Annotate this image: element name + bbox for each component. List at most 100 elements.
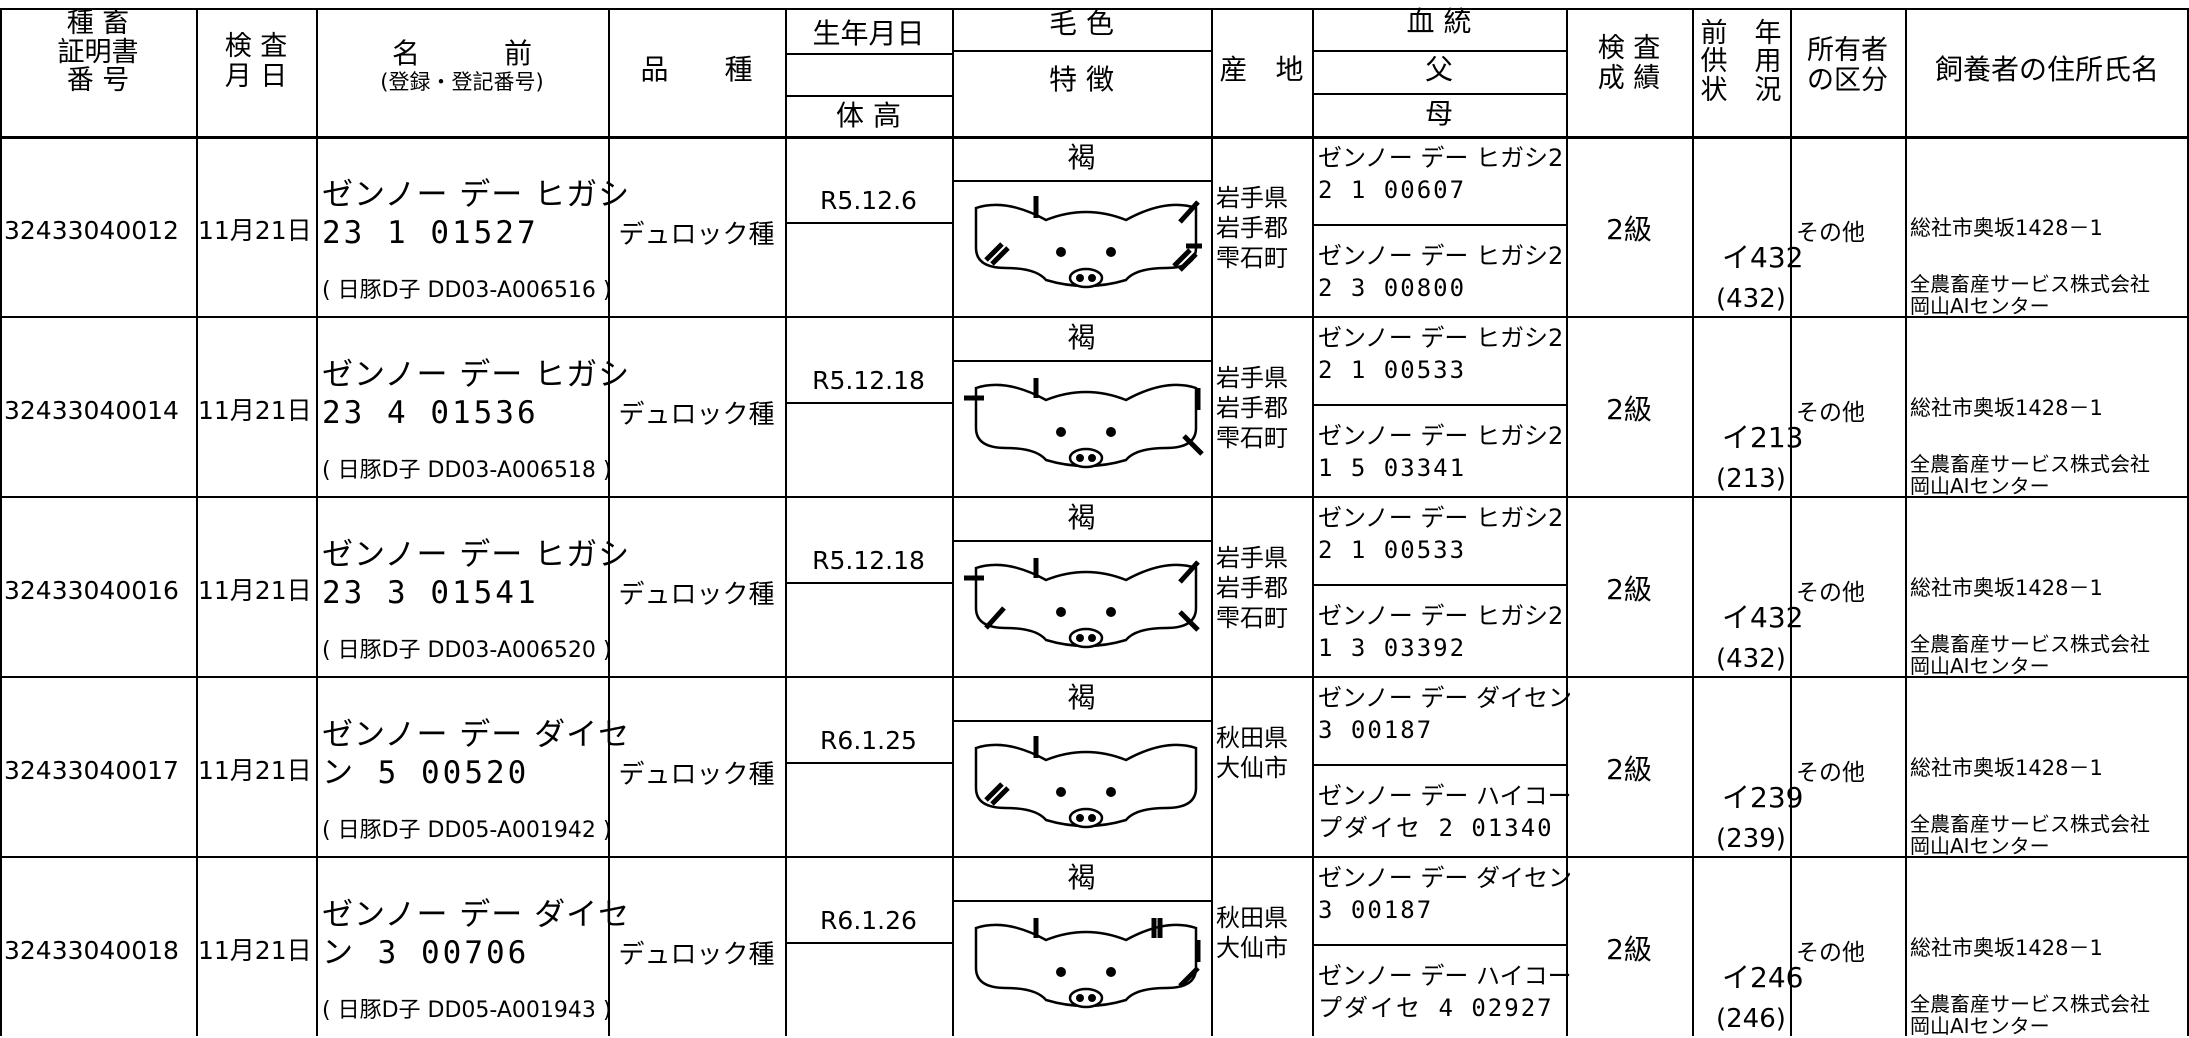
keeper-address: 総社市奥坂1428－1 (1910, 936, 2103, 960)
header-split-birth (785, 53, 954, 55)
column-divider (1211, 8, 1213, 1036)
header-breed: 品 種 (640, 53, 753, 86)
owner-class: その他 (1796, 940, 1865, 966)
pedigree-split (1312, 944, 1566, 946)
pig-head-outline (974, 383, 1198, 468)
header-keeper: 飼養者の住所氏名 (1934, 53, 2159, 86)
origin-line: 大仙市 (1216, 934, 1288, 962)
dam-line2: プダイセ 2 01340 (1318, 814, 1554, 842)
animal-name-line1: ゼンノー デー ヒガシ (322, 537, 631, 573)
animal-name-line1: ゼンノー デー ダイセ (322, 717, 631, 753)
keeper-name-line1: 全農畜産サービス株式会社 (1910, 272, 2150, 296)
row-divider (0, 856, 2189, 858)
coat-split (952, 360, 1211, 362)
pig-head-outline (974, 743, 1198, 828)
ear-notch-mark (1178, 610, 1200, 632)
ear-notch-mark (1182, 434, 1204, 456)
pedigree-split (1312, 224, 1566, 226)
pig-eye (1056, 967, 1066, 977)
pig-ear-notch-icon (964, 378, 1204, 469)
coat-color: 褐 (1067, 141, 1096, 174)
keeper-name-line1: 全農畜産サービス株式会社 (1910, 992, 2150, 1016)
pig-eye (1106, 427, 1116, 437)
pig-nostril (1076, 814, 1084, 822)
dam-line2: 1 5 03341 (1318, 454, 1467, 482)
column-divider (608, 8, 610, 1036)
animal-name-line2: 23 3 01541 (322, 575, 539, 611)
ear-notch-mark (1178, 200, 1200, 224)
ear-notch-mark (990, 246, 1010, 266)
origin-line: 雫石町 (1216, 244, 1288, 272)
header-split-coat (952, 50, 1213, 52)
pig-ear-notch-icon (974, 196, 1202, 289)
birth-date: R5.12.18 (812, 546, 925, 575)
birth-date: R6.1.26 (820, 906, 917, 935)
row-divider (0, 316, 2189, 318)
keeper-address: 総社市奥坂1428－1 (1910, 216, 2103, 240)
registration-number: ( 日豚D子 DD03-A006520 ) (322, 638, 612, 663)
animal-name-line1: ゼンノー デー ダイセ (322, 897, 631, 933)
birth-height-split (785, 222, 954, 224)
header-height: 体 高 (836, 99, 901, 132)
pig-head-outline (974, 563, 1198, 648)
table-left-border (0, 8, 2, 1036)
birth-height-split (785, 762, 954, 764)
keeper-name-line2: 岡山AIセンター (1910, 834, 2050, 858)
origin-line: 秋田県 (1216, 724, 1288, 752)
origin-line: 秋田県 (1216, 904, 1288, 932)
pedigree-split (1312, 404, 1566, 406)
ear-notch-mark (984, 606, 1006, 630)
birth-date: R5.12.6 (820, 186, 917, 215)
column-divider (1692, 8, 1694, 1036)
header-prev-usage: 前 年 供 用 状 況 (1700, 18, 1782, 106)
pig-snout (1068, 807, 1104, 829)
prev-usage: イ432 (1722, 241, 1804, 274)
birth-date: R6.1.25 (820, 726, 917, 755)
sire-line1: ゼンノー デー ダイセン (1318, 864, 1573, 892)
registration-number: ( 日豚D子 DD05-A001942 ) (322, 818, 612, 843)
birth-height-split (785, 942, 954, 944)
owner-class: その他 (1796, 220, 1865, 246)
grade: 2級 (1606, 933, 1652, 966)
origin-line: 雫石町 (1216, 424, 1288, 452)
header-coat-color: 毛 色 (1049, 7, 1114, 40)
column-divider (1566, 8, 1568, 1036)
sire-line1: ゼンノー デー ダイセン (1318, 684, 1573, 712)
sire-line2: 2 1 00533 (1318, 536, 1467, 564)
inspection-date: 11月21日 (198, 396, 312, 425)
dam-line1: ゼンノー デー ハイコー (1318, 782, 1572, 810)
inspection-date: 11月21日 (198, 216, 312, 245)
header-split-sire-top (1312, 50, 1568, 52)
pig-snout (1068, 627, 1104, 649)
header-sire: 父 (1424, 53, 1453, 86)
header-name: 名 前 (391, 37, 532, 70)
breed: デュロック種 (618, 940, 775, 970)
prev-usage-paren: (213) (1716, 464, 1786, 494)
pig-eye (1106, 247, 1116, 257)
row-divider (0, 676, 2189, 678)
origin-line: 岩手郡 (1216, 574, 1288, 602)
keeper-name-line1: 全農畜産サービス株式会社 (1910, 632, 2150, 656)
prev-usage: イ432 (1722, 601, 1804, 634)
animal-name-line2: 23 4 01536 (322, 395, 539, 431)
coat-color: 褐 (1067, 861, 1096, 894)
registration-number: ( 日豚D子 DD05-A001943 ) (322, 998, 612, 1023)
origin-line: 岩手郡 (1216, 394, 1288, 422)
header-origin: 産 地 (1219, 53, 1304, 86)
keeper-name-line2: 岡山AIセンター (1910, 474, 2050, 498)
pig-eye (1106, 967, 1116, 977)
prev-usage-paren: (246) (1716, 1004, 1786, 1034)
header-bottom-border (0, 136, 2189, 139)
keeper-name-line2: 岡山AIセンター (1910, 1014, 2050, 1038)
sire-line1: ゼンノー デー ヒガシ2 (1318, 324, 1564, 352)
column-divider (196, 8, 198, 1036)
sire-line2: 2 1 00533 (1318, 356, 1467, 384)
pig-ear-notch-icon (964, 558, 1200, 649)
cert-number: 32433040018 (4, 936, 179, 965)
birth-date: R5.12.18 (812, 366, 925, 395)
prev-usage-paren: (432) (1716, 284, 1786, 314)
coat-split (952, 720, 1211, 722)
cert-number: 32433040012 (4, 216, 179, 245)
birth-height-split (785, 402, 954, 404)
pig-nostril (1088, 634, 1096, 642)
